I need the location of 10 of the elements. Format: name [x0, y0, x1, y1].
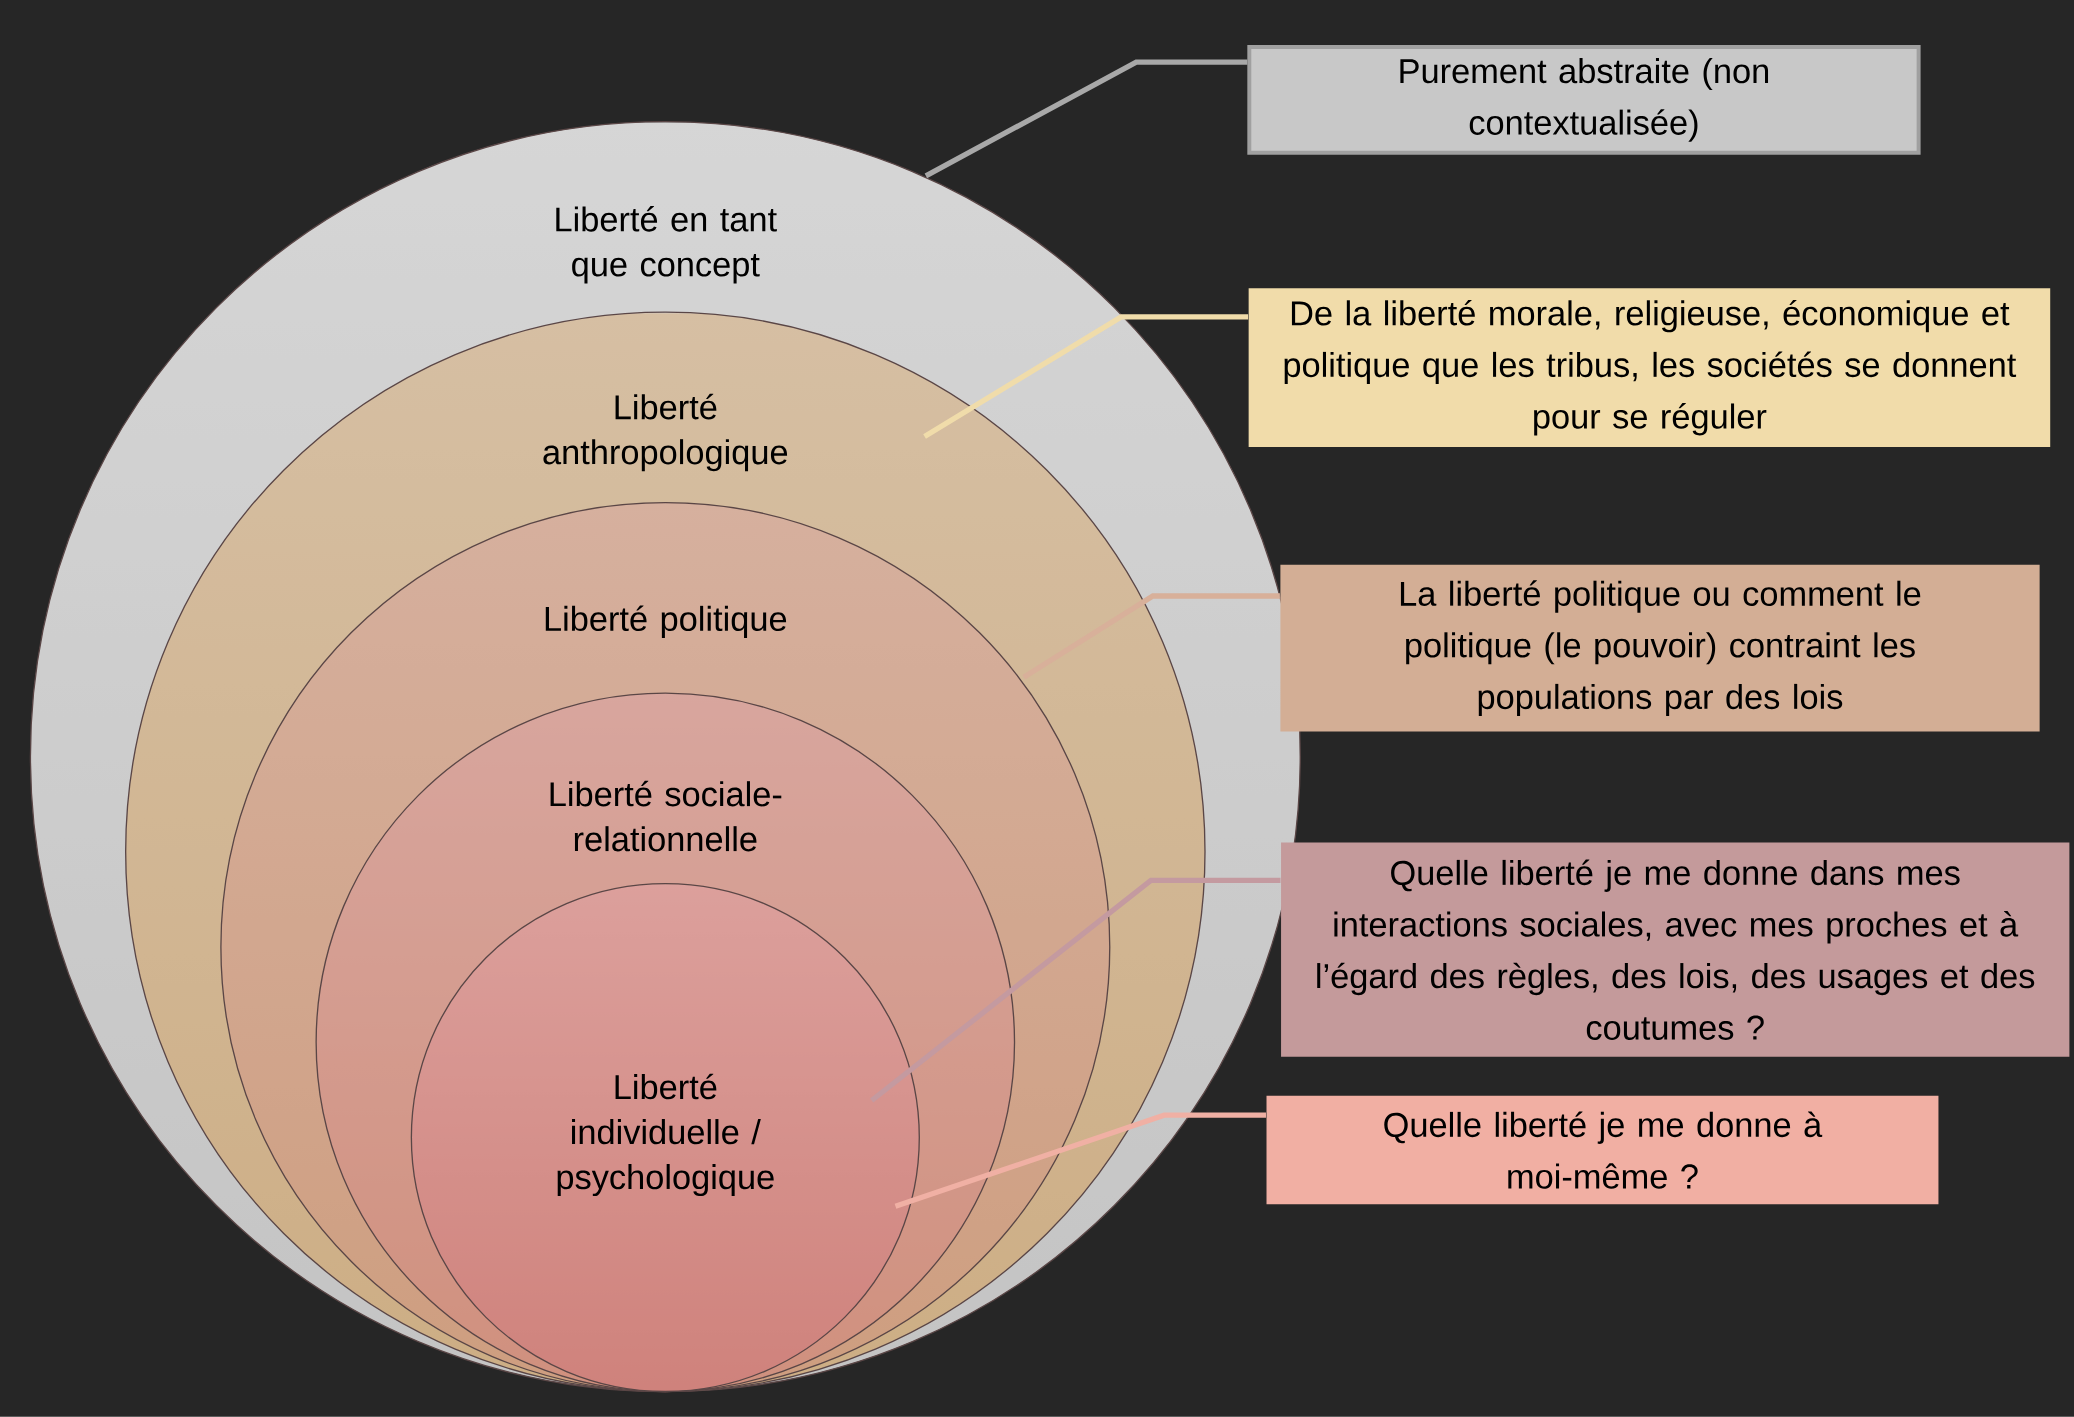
text-box: De la liberté morale, religieuse, économique et politique que les tribus, les sociétés se donnent pour se réguler [1248, 288, 2051, 448]
leader-line [870, 877, 1281, 1103]
leader-line [1022, 593, 1280, 680]
text-box: Quelle liberté je me donne à moi-même ? [1266, 1096, 1939, 1205]
leader-line [923, 314, 1249, 439]
text-box: Purement abstraite (non contextualisée) [1247, 45, 1921, 155]
text-box: La liberté politique ou comment le politique (le pouvoir) contraint les populations par des lois [1280, 565, 2040, 732]
leader-line [894, 1112, 1266, 1209]
leader-line [924, 59, 1248, 179]
text-box: Quelle liberté je me donne dans mes interactions sociales, avec mes proches et à l’égard des règles, des lois, des usages et des coutumes ? [1281, 842, 2070, 1058]
